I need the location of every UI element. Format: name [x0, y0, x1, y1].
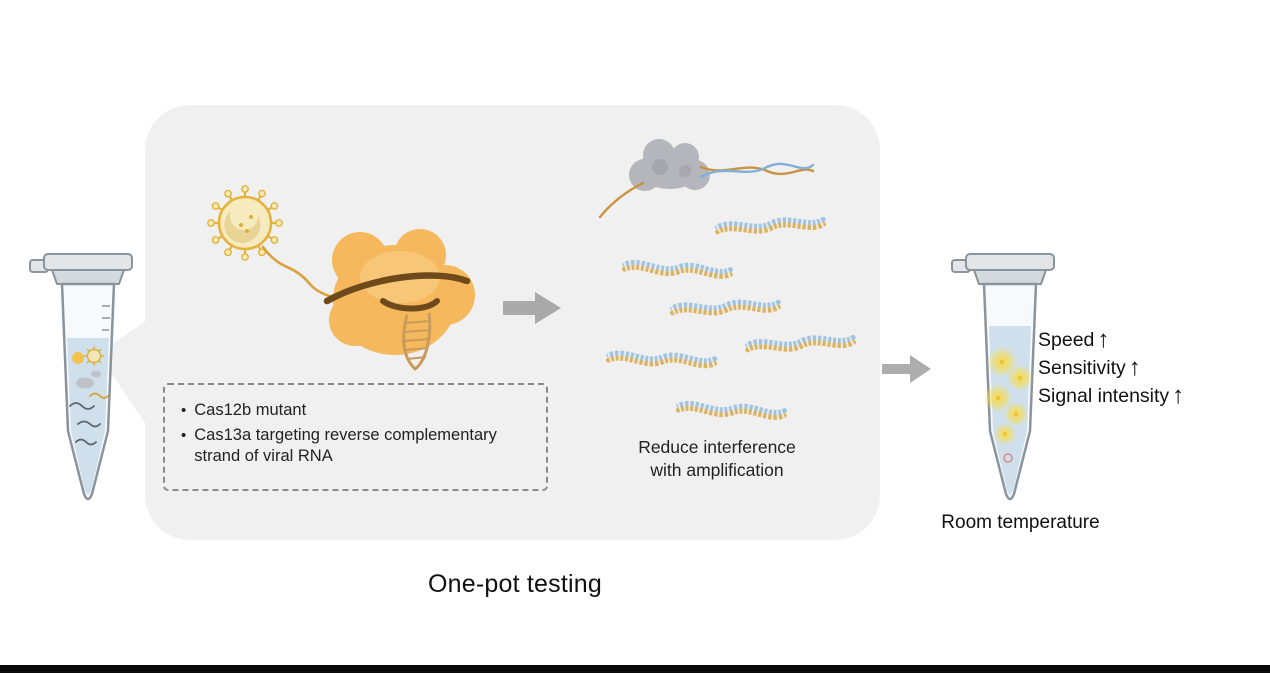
bullet-item: • Cas12b mutant	[181, 400, 532, 421]
result-label: Speed	[1038, 329, 1095, 351]
panel-artwork	[207, 139, 880, 540]
duplex-strand-icon	[609, 353, 715, 366]
up-arrow-icon: ↑	[1097, 326, 1110, 353]
duplex-strand-icon	[717, 217, 823, 234]
duplex-strand-icon	[672, 300, 778, 315]
bullet1-text: Cas12b mutant	[194, 401, 307, 419]
sample-tube-figure	[28, 246, 148, 511]
up-arrow-icon: ↑	[1128, 354, 1141, 381]
fluorescence-glow	[984, 347, 1033, 445]
page-title: One-pot testing	[428, 570, 602, 598]
result-tube-icon	[951, 253, 1055, 501]
result-labels: Speed ↑ Sensitivity ↑ Signal intensity ↑	[1038, 326, 1184, 410]
caption-line2: with amplification	[650, 460, 784, 480]
result-row-speed: Speed ↑	[1038, 326, 1184, 354]
cas-complex-icon	[323, 229, 475, 371]
cloud-icon	[629, 139, 710, 191]
one-pot-panel	[145, 105, 880, 540]
amplification-caption: Reduce interference with amplification	[597, 436, 837, 482]
cloud-strands	[598, 162, 815, 219]
sample-tube-icon	[29, 253, 133, 501]
duplex-strand-icon	[678, 403, 784, 418]
room-temperature-label: Room temperature	[941, 512, 1100, 533]
up-arrow-icon: ↑	[1172, 382, 1185, 409]
duplex-strand-icon	[747, 335, 853, 352]
bottom-bar	[0, 665, 1270, 673]
caption-line1: Reduce interference	[638, 437, 796, 457]
bullet2-text: Cas13a targeting reverse complementary s…	[194, 426, 497, 465]
bullet-glyph: •	[181, 402, 187, 419]
result-row-signal: Signal intensity ↑	[1038, 382, 1184, 410]
bullet-glyph: •	[181, 427, 187, 444]
result-label: Sensitivity	[1038, 357, 1126, 379]
arrow-right-icon	[503, 292, 561, 324]
result-tube-figure	[950, 246, 1070, 511]
viral-rna-strand	[261, 245, 335, 299]
bullet-item: • Cas13a targeting reverse complementary…	[181, 425, 532, 467]
duplex-strand-icon	[624, 262, 730, 277]
virus-icon	[207, 185, 283, 261]
arrow-right-icon	[882, 355, 931, 383]
result-label: Signal intensity	[1038, 385, 1170, 407]
dashed-info-box: • Cas12b mutant • Cas13a targeting rever…	[163, 383, 548, 491]
result-row-sensitivity: Sensitivity ↑	[1038, 354, 1184, 382]
